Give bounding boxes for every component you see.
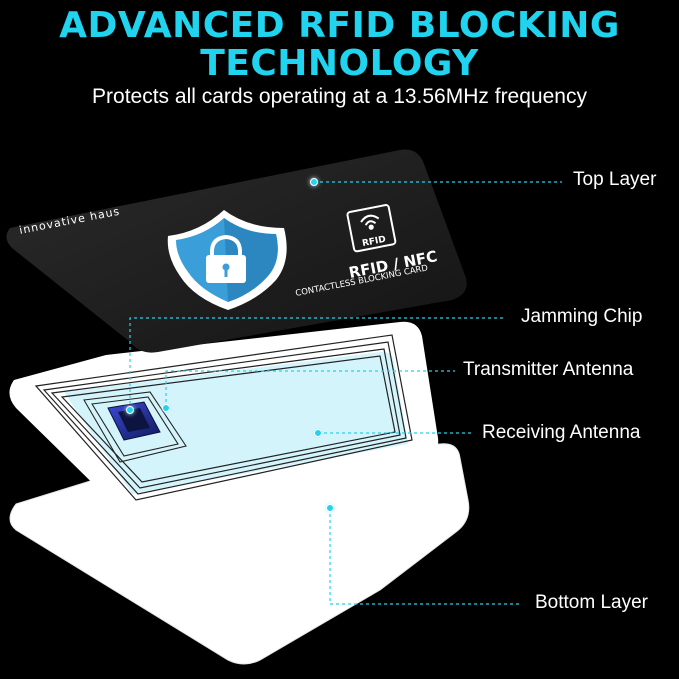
wireless-signal-icon xyxy=(360,214,380,230)
label-top-layer: Top Layer xyxy=(573,169,657,190)
label-jamming-chip: Jamming Chip xyxy=(521,306,643,327)
transmitter-antenna-leader xyxy=(165,370,455,408)
top-layer-dot xyxy=(310,178,318,186)
bottom-layer-leader xyxy=(329,508,520,605)
subtitle: Protects all cards operating at a 13.56M… xyxy=(92,85,587,108)
label-transmitter-antenna: Transmitter Antenna xyxy=(463,359,634,380)
receiving-antenna-dot xyxy=(314,429,322,437)
label-receiving-antenna: Receiving Antenna xyxy=(482,422,641,443)
callout-dots xyxy=(126,178,334,512)
label-bottom-layer: Bottom Layer xyxy=(535,592,648,613)
rfid-badge-text: RFID xyxy=(361,235,386,249)
shield-lock-icon xyxy=(167,210,287,310)
transmitter-antenna-dot xyxy=(162,404,170,412)
title-line-1: ADVANCED RFID BLOCKING xyxy=(59,5,620,46)
jamming-chip-leader xyxy=(129,317,505,410)
jamming-chip-dot xyxy=(126,406,134,414)
title-line-2: TECHNOLOGY xyxy=(200,43,479,84)
bottom-layer-dot xyxy=(326,504,334,512)
callout-lines xyxy=(129,181,562,605)
top-layer: RFID innovative haus RFID / NFC CONTACTL… xyxy=(6,149,467,353)
rfid-badge xyxy=(346,204,397,253)
antenna-layer xyxy=(9,321,439,520)
